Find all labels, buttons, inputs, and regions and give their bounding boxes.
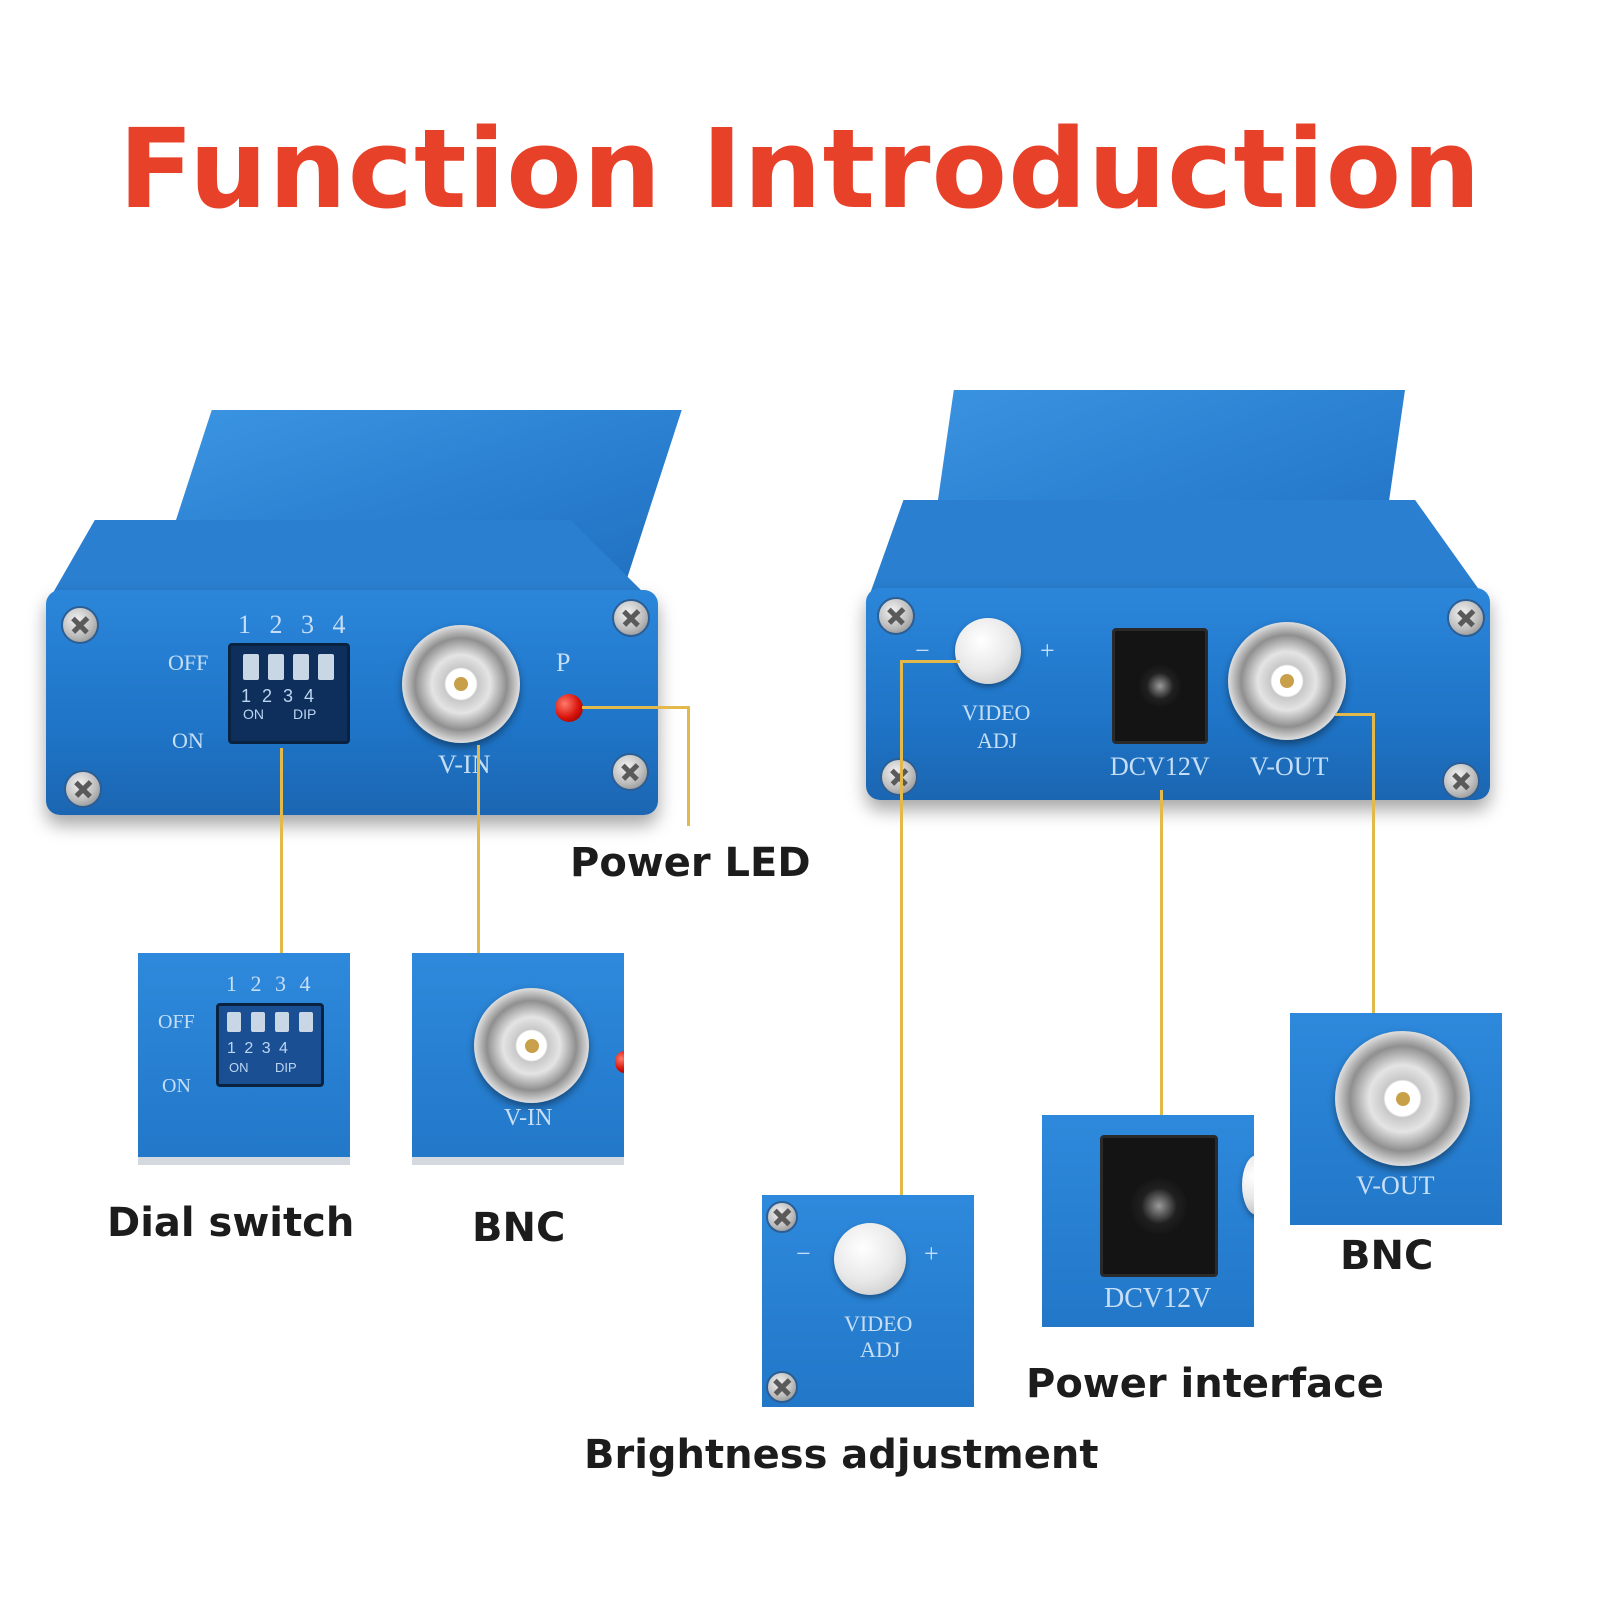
thumb-bottom-edge [138, 1157, 350, 1165]
callout-brightness-adjustment: Brightness adjustment [584, 1432, 1099, 1478]
brightness-knob-closeup: − + VIDEO ADJ [762, 1195, 974, 1407]
thumb-led-edge [615, 1051, 624, 1073]
thumb-video-adj-2: ADJ [860, 1337, 901, 1362]
thumb-dc-jack [1100, 1135, 1218, 1277]
screw-icon [766, 1201, 798, 1233]
bnc-input-closeup: V-IN [412, 953, 624, 1165]
callout-dial-switch: Dial switch [107, 1200, 355, 1246]
leader-line-bnc-out [1372, 713, 1375, 1013]
screw-icon [880, 758, 918, 796]
leader-line-knob [900, 660, 960, 663]
thumb-dip-number-row: 1 2 3 4 [226, 971, 315, 996]
thumb-dip-inner-numbers: 1 2 3 4 [227, 1040, 290, 1057]
leader-line-bnc-in [477, 745, 480, 953]
callout-bnc-output: BNC [1340, 1233, 1434, 1279]
leader-line-dc [1160, 790, 1163, 1115]
thumb-bnc-edge [1242, 1155, 1254, 1215]
screw-icon [766, 1371, 798, 1403]
dc-pin-icon [1131, 1178, 1187, 1234]
leader-line-dip [280, 748, 283, 953]
power-led-p-label: P [556, 648, 571, 677]
leader-line-knob [900, 660, 903, 1195]
bnc-pin-icon [1395, 1091, 1410, 1106]
dip-slot [275, 1012, 289, 1032]
leader-line-bnc-out [1335, 713, 1375, 716]
thumb-bnc-connector [474, 988, 589, 1103]
video-adjust-knob[interactable] [955, 618, 1021, 684]
bnc-pin-icon [524, 1038, 539, 1053]
dc-pin-icon [1139, 665, 1181, 707]
right-device-top-slope [866, 500, 1490, 605]
thumb-bottom-edge [412, 1157, 624, 1165]
dip-slot [318, 654, 334, 680]
bnc-pin-icon [454, 677, 468, 691]
screw-icon [612, 599, 650, 637]
thumb-vout-label: V-OUT [1356, 1171, 1435, 1200]
dip-slot [251, 1012, 265, 1032]
on-label: ON [172, 728, 204, 753]
dip-inner-numbers: 1 2 3 4 [241, 686, 318, 706]
power-led [555, 694, 583, 722]
bnc-connector-input[interactable] [402, 625, 520, 743]
thumb-video-adj-1: VIDEO [844, 1311, 913, 1336]
off-label: OFF [168, 650, 209, 675]
callout-bnc-input: BNC [472, 1205, 566, 1251]
thumb-dc-label: DCV12V [1104, 1283, 1212, 1314]
callout-power-interface: Power interface [1026, 1361, 1384, 1407]
dc-power-jack[interactable] [1112, 628, 1208, 744]
bnc-output-closeup: V-OUT [1290, 1013, 1502, 1225]
thumb-dip-dip-text: DIP [275, 1060, 297, 1075]
dc-label: DCV12V [1110, 752, 1210, 781]
thumb-dip-on-text: ON [229, 1060, 249, 1075]
screw-icon [1442, 762, 1480, 800]
vout-port-label: V-OUT [1250, 752, 1329, 781]
leader-line-led [582, 706, 690, 709]
dip-slot [293, 654, 309, 680]
dip-slot [268, 654, 284, 680]
vin-port-label: V-IN [438, 750, 491, 779]
left-device: 1 2 3 4 OFF ON 1 2 3 4 ON DIP V-IN P [0, 0, 682, 815]
leader-line-led [687, 706, 690, 826]
video-adj-label-1: VIDEO [962, 700, 1031, 725]
dip-slot [299, 1012, 313, 1032]
thumb-video-knob [834, 1223, 906, 1295]
adj-minus-label: − [915, 636, 930, 665]
adj-plus-label: + [1040, 636, 1055, 665]
thumb-dip-switch: 1 2 3 4 ON DIP [216, 1003, 324, 1087]
dip-slot [227, 1012, 241, 1032]
thumb-adj-minus: − [796, 1239, 811, 1268]
thumb-on-label: ON [162, 1075, 191, 1097]
dip-switch[interactable]: 1 2 3 4 ON DIP [228, 643, 350, 744]
thumb-bnc-connector [1335, 1031, 1470, 1166]
thumb-vin-label: V-IN [504, 1105, 553, 1131]
dial-switch-closeup: 1 2 3 4 OFF ON 1 2 3 4 ON DIP [138, 953, 350, 1165]
right-device: − + VIDEO ADJ DCV12V V-OUT [0, 0, 1490, 800]
screw-icon [64, 770, 102, 808]
dip-dip-text: DIP [293, 706, 317, 722]
screw-icon [1447, 599, 1485, 637]
thumb-off-label: OFF [158, 1011, 195, 1033]
video-adj-label-2: ADJ [977, 728, 1018, 753]
screw-icon [61, 606, 99, 644]
dip-number-row: 1 2 3 4 [238, 610, 352, 639]
page-title: Function Introduction [118, 105, 1482, 233]
bnc-connector-output[interactable] [1228, 622, 1346, 740]
thumb-adj-plus: + [924, 1239, 939, 1268]
screw-icon [611, 753, 649, 791]
power-jack-closeup: DCV12V [1042, 1115, 1254, 1327]
callout-power-led: Power LED [570, 840, 811, 886]
bnc-pin-icon [1280, 674, 1294, 688]
screw-icon [877, 597, 915, 635]
dip-on-text: ON [243, 706, 264, 722]
dip-slot [243, 654, 259, 680]
